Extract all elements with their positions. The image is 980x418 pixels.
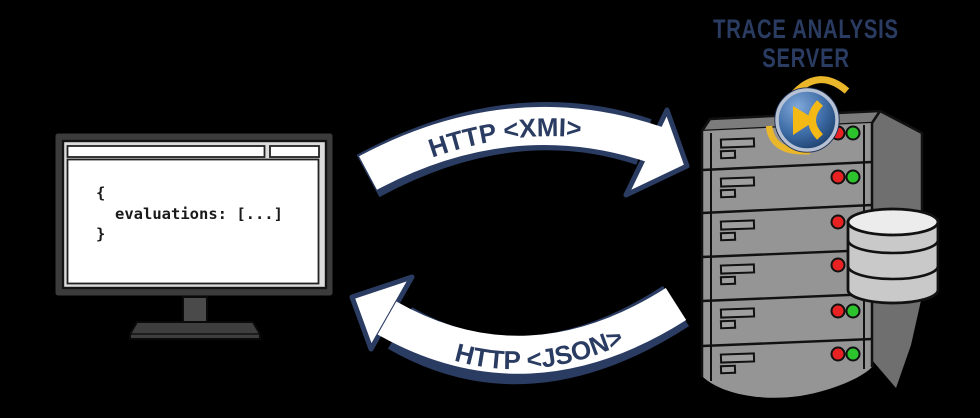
led-green-icon (845, 169, 861, 185)
slot-wide (719, 352, 756, 364)
arrow-body (359, 106, 663, 190)
slot-wide (719, 307, 756, 319)
trace-compass-logo-icon (774, 87, 840, 153)
led-green-icon (845, 346, 861, 362)
led-green-icon (845, 303, 861, 319)
led-red-icon (830, 303, 846, 319)
server-title-line2: SERVER (762, 43, 850, 73)
server-unit-dividers (701, 160, 873, 348)
server-title: TRACE ANALYSIS SERVER (686, 14, 926, 73)
slot-small (719, 275, 737, 286)
logo-triangle (793, 106, 816, 135)
arrow-response: HTTP <JSON> (349, 274, 690, 385)
led-red-icon (830, 257, 846, 273)
slot-small (719, 188, 737, 199)
slot-small (719, 364, 737, 375)
server-drive-slots (719, 137, 756, 375)
slot-wide (719, 219, 756, 231)
slot-small (719, 319, 737, 330)
code-block: { evaluations: [...] } (96, 184, 283, 243)
led-green-icon (845, 125, 861, 141)
slot-small (719, 231, 737, 242)
arrow-body (377, 287, 687, 374)
led-red-icon (830, 214, 846, 230)
database-icon (846, 207, 940, 305)
led-red-icon (830, 346, 846, 362)
server-leds (830, 125, 861, 362)
monitor-stand-base (129, 321, 261, 340)
browser-address-bar (66, 145, 266, 158)
code-line: evaluations: [...] (115, 205, 283, 223)
server-side-edge (879, 109, 924, 216)
slot-wide (719, 137, 756, 149)
client-monitor-icon: { evaluations: [...] } (52, 130, 336, 340)
logo-crescent (808, 100, 824, 140)
slot-small (719, 149, 737, 160)
led-red-icon (830, 169, 846, 185)
code-line: } (96, 225, 105, 243)
code-line: { (96, 184, 105, 202)
arrow-request: HTTP <XMI> (356, 102, 690, 198)
slot-wide (719, 176, 756, 188)
slot-wide (719, 263, 756, 275)
server-front-face (702, 123, 872, 398)
server-title-line1: TRACE ANALYSIS (713, 14, 899, 44)
browser-toolbar-box (269, 145, 320, 158)
browser-content-area (66, 158, 320, 285)
server-rack-icon (700, 76, 940, 398)
monitor-stand-neck (182, 296, 208, 326)
